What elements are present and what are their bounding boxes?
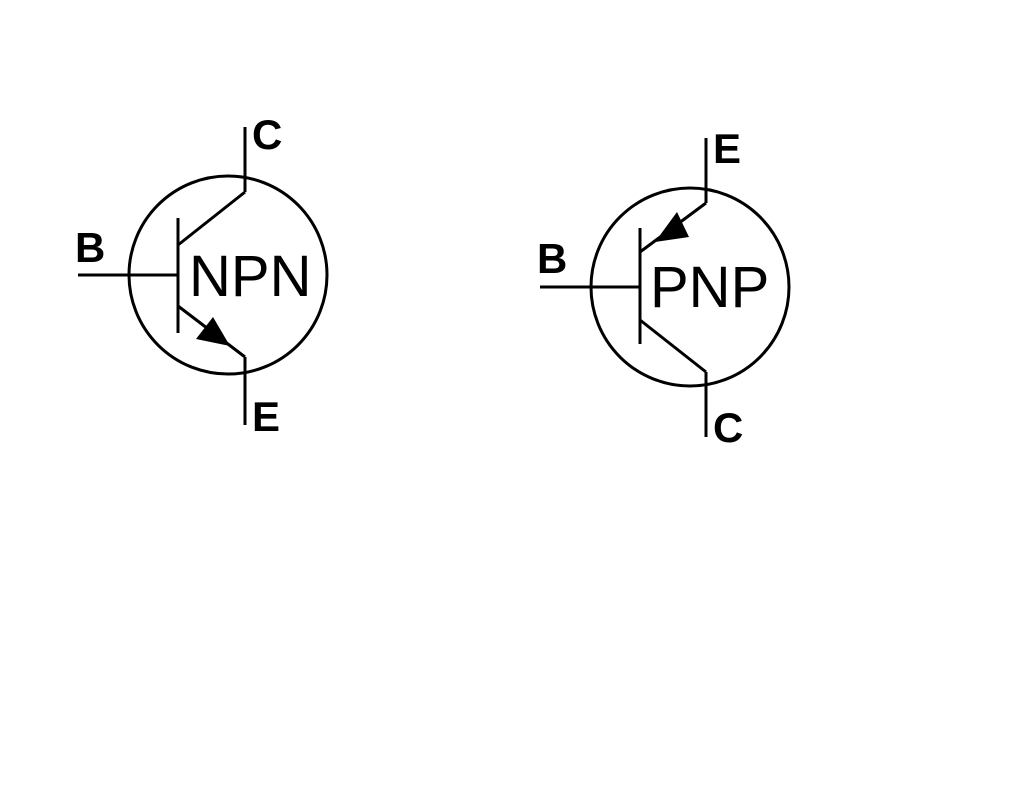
pnp-emitter-label: E xyxy=(713,125,741,172)
pnp-transistor-symbol: PNP E B C xyxy=(537,125,791,451)
npn-type-label: NPN xyxy=(189,244,311,309)
npn-emitter-label: E xyxy=(252,393,280,440)
npn-transistor-symbol: NPN C B E xyxy=(75,111,329,440)
npn-emitter-arrow-icon xyxy=(196,317,230,346)
pnp-base-label: B xyxy=(537,235,567,282)
npn-collector-diagonal xyxy=(177,190,246,247)
npn-collector-label: C xyxy=(252,111,282,158)
pnp-collector-label: C xyxy=(713,404,743,451)
pnp-type-label: PNP xyxy=(650,255,769,320)
npn-base-label: B xyxy=(75,224,105,271)
pnp-collector-diagonal xyxy=(639,318,707,374)
pnp-emitter-arrow-icon xyxy=(655,212,689,242)
